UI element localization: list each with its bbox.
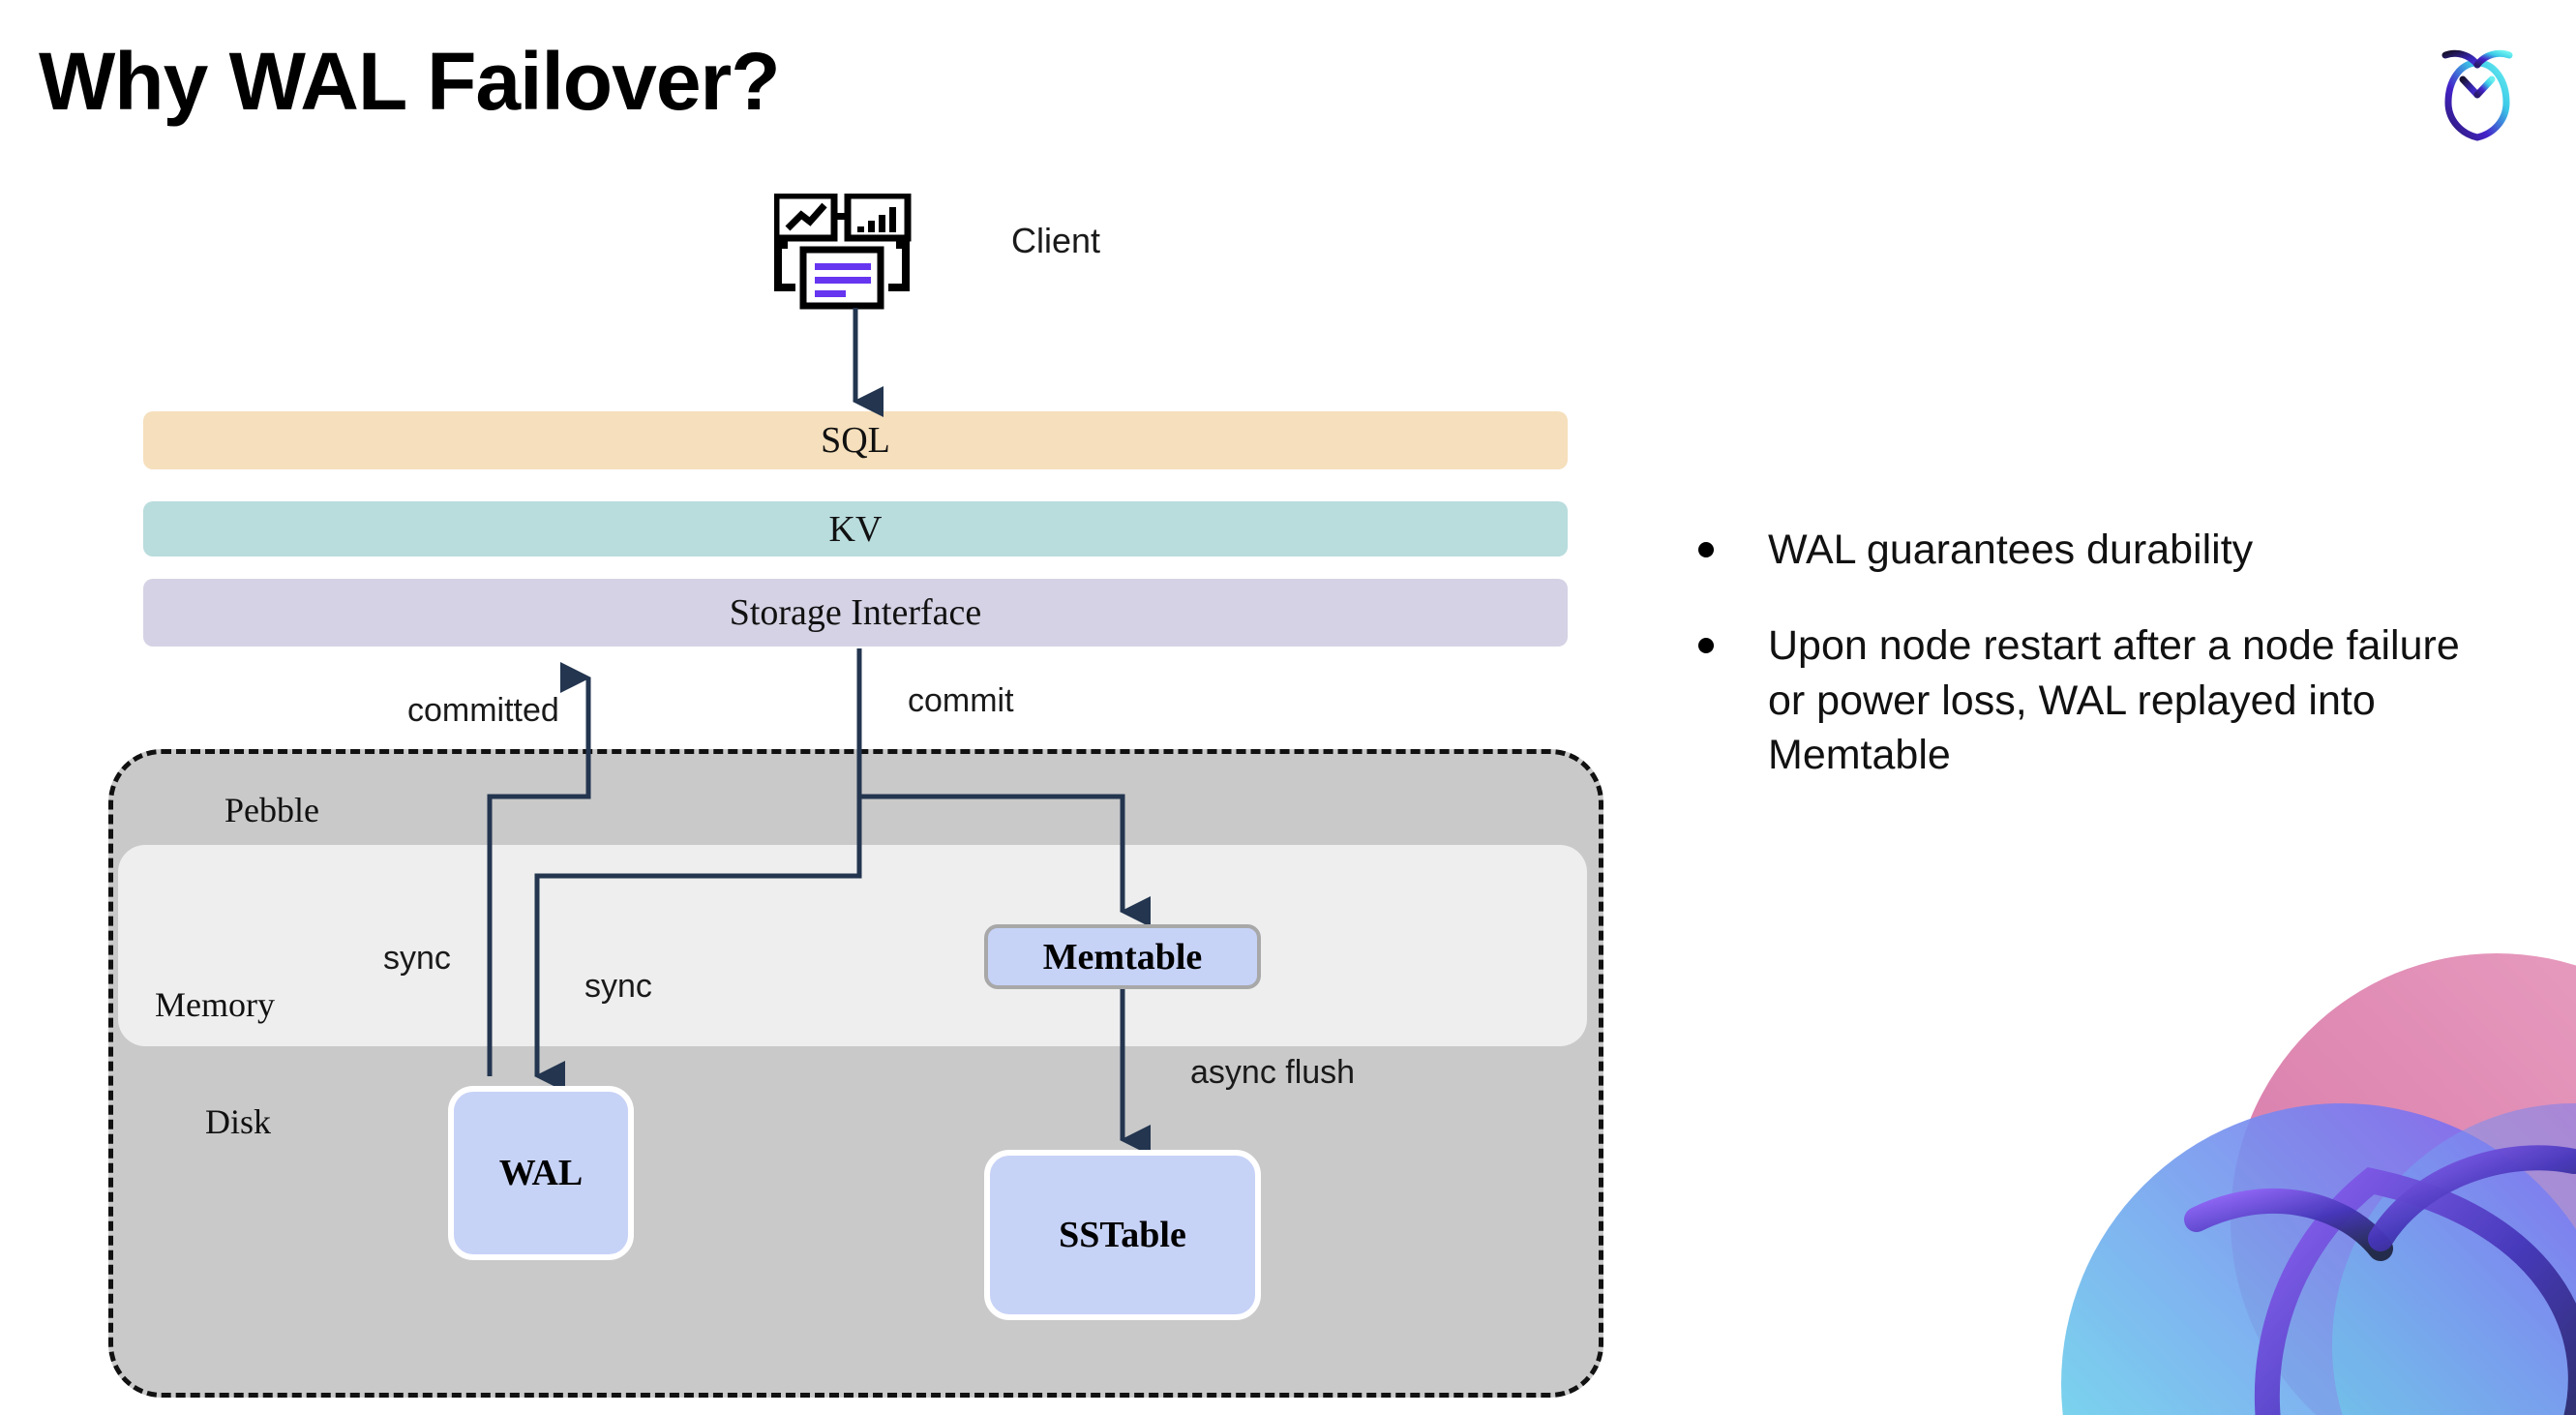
node-sstable: SSTable bbox=[984, 1150, 1261, 1320]
edge-label-sync-right: sync bbox=[584, 968, 652, 1005]
layer-bar-kv: KV bbox=[143, 501, 1568, 557]
bullet-text: WAL guarantees durability bbox=[1768, 527, 2254, 573]
client-dashboard-icon bbox=[774, 194, 912, 310]
edge-label-commit: commit bbox=[908, 682, 1014, 719]
layer-bar-sql: SQL bbox=[143, 411, 1568, 469]
disk-label: Disk bbox=[205, 1102, 272, 1141]
layer-bar-storage-interface: Storage Interface bbox=[143, 579, 1568, 647]
edge-label-async-flush: async flush bbox=[1190, 1054, 1356, 1091]
bullet-text: Upon node restart after a node failure o… bbox=[1768, 621, 2460, 779]
list-item: Upon node restart after a node failure o… bbox=[1698, 618, 2501, 783]
memory-zone bbox=[118, 845, 1587, 1046]
list-item: WAL guarantees durability bbox=[1698, 523, 2501, 578]
edge-label-committed: committed bbox=[407, 692, 559, 729]
page-title: Why WAL Failover? bbox=[39, 36, 781, 127]
pebble-label: Pebble bbox=[225, 791, 319, 829]
edge-label-sync-left: sync bbox=[383, 940, 451, 977]
decorative-brand-watermark bbox=[2061, 953, 2576, 1415]
bullet-dot-icon bbox=[1698, 637, 1714, 653]
bullet-dot-icon bbox=[1698, 542, 1714, 557]
bullet-list: WAL guarantees durability Upon node rest… bbox=[1698, 523, 2501, 824]
node-wal: WAL bbox=[448, 1086, 634, 1260]
node-memtable: Memtable bbox=[984, 924, 1261, 989]
client-label: Client bbox=[1011, 221, 1101, 260]
cockroachdb-logo bbox=[2441, 49, 2513, 141]
memory-label: Memory bbox=[155, 985, 275, 1024]
